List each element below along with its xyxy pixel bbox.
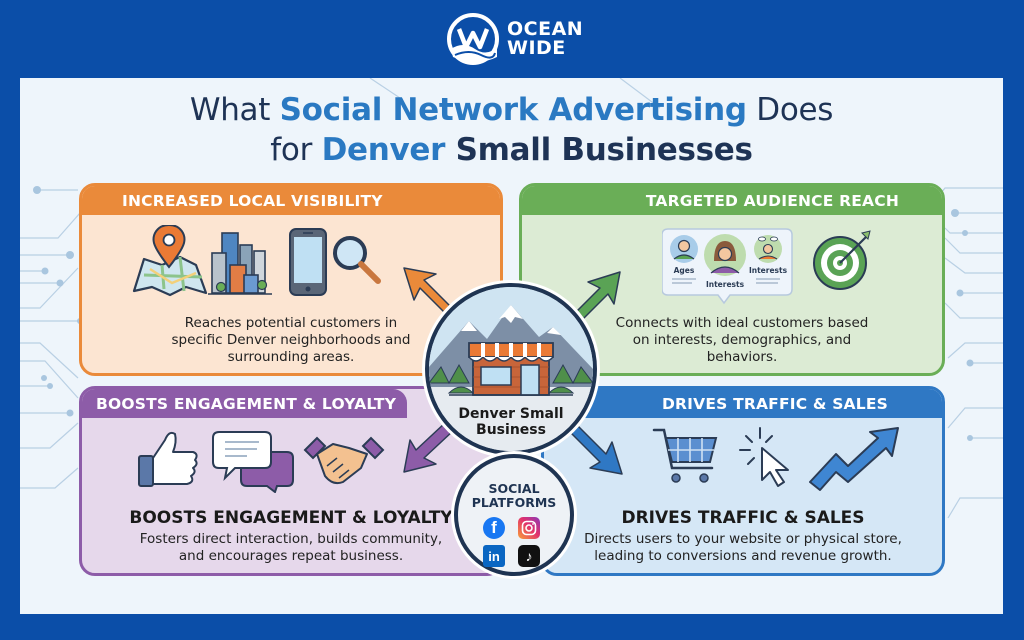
denver-small-business-hub: Denver Small Business <box>425 283 597 455</box>
card-targeted-audience-reach: TARGETED AUDIENCE REACH Ag <box>519 183 945 376</box>
title-highlight-social-advertising: Social Network Advertising <box>279 92 747 128</box>
storefront-mountains-icon <box>429 287 593 451</box>
card-header: BOOSTS ENGAGEMENT & LOYALTY <box>82 389 407 418</box>
card-subheading: DRIVES TRAFFIC & SALES <box>621 508 865 528</box>
trend-up-arrow-icon <box>809 427 899 491</box>
card-description: Fosters direct interaction, builds commu… <box>139 531 443 564</box>
audience-icons: Ages Interests Interests <box>662 228 871 305</box>
audience-profiles-icon: Ages Interests Interests <box>662 228 793 305</box>
logo-line-1: OCEAN <box>507 18 584 40</box>
ocean-wide-logo: OCEAN WIDE <box>447 10 583 68</box>
instagram-icon <box>518 517 540 539</box>
card-description: Directs users to your website or physica… <box>584 531 902 564</box>
card-description: Connects with ideal customers based on i… <box>615 315 869 365</box>
shopping-cart-icon <box>652 428 718 483</box>
cursor-click-icon <box>739 427 789 487</box>
map-pin-icon <box>132 225 208 297</box>
infographic-panel: What Social Network Advertising Does for… <box>20 78 1003 614</box>
tiktok-icon: ♪ <box>518 545 540 567</box>
social-platforms-circle: SOCIAL PLATFORMS f in ♪ <box>454 454 574 576</box>
card-header: TARGETED AUDIENCE REACH <box>522 186 942 215</box>
card-description: Reaches potential customers in specific … <box>171 315 411 365</box>
hub-label: Denver Small Business <box>458 406 564 438</box>
card-subheading: BOOSTS ENGAGEMENT & LOYALTY <box>129 508 453 528</box>
city-buildings-icon <box>208 232 272 295</box>
circuit-lines-decoration <box>20 78 1003 519</box>
svg-text:Interests: Interests <box>706 280 745 289</box>
visibility-icons <box>132 225 381 297</box>
title-line-1: What Social Network Advertising Does <box>189 92 834 128</box>
logo-wordmark: OCEAN WIDE <box>507 20 583 58</box>
facebook-icon: f <box>483 517 505 539</box>
card-drives-traffic-sales: DRIVES TRAFFIC & SALES DRIVES TRA <box>541 386 945 576</box>
page-title: What Social Network Advertising Does for… <box>20 90 1003 170</box>
smartphone-icon <box>289 228 327 296</box>
target-icon <box>813 230 871 290</box>
svg-text:Interests: Interests <box>749 266 788 275</box>
chat-bubbles-icon <box>212 431 294 493</box>
card-header: DRIVES TRAFFIC & SALES <box>544 389 942 418</box>
magnifying-glass-icon <box>333 236 381 284</box>
card-header: INCREASED LOCAL VISIBILITY <box>82 186 500 215</box>
handshake-icon <box>303 436 385 485</box>
title-line-2: for Denver Small Businesses <box>270 132 753 168</box>
svg-text:Ages: Ages <box>674 266 695 275</box>
social-platforms-title: SOCIAL PLATFORMS <box>471 481 557 510</box>
logo-line-2: WIDE <box>507 37 566 59</box>
thumbs-up-icon <box>138 431 198 487</box>
engagement-icons <box>138 431 385 493</box>
title-highlight-denver: Denver <box>321 132 446 168</box>
traffic-icons <box>652 427 899 491</box>
linkedin-icon: in <box>483 545 505 567</box>
wave-logo-icon <box>447 13 499 65</box>
